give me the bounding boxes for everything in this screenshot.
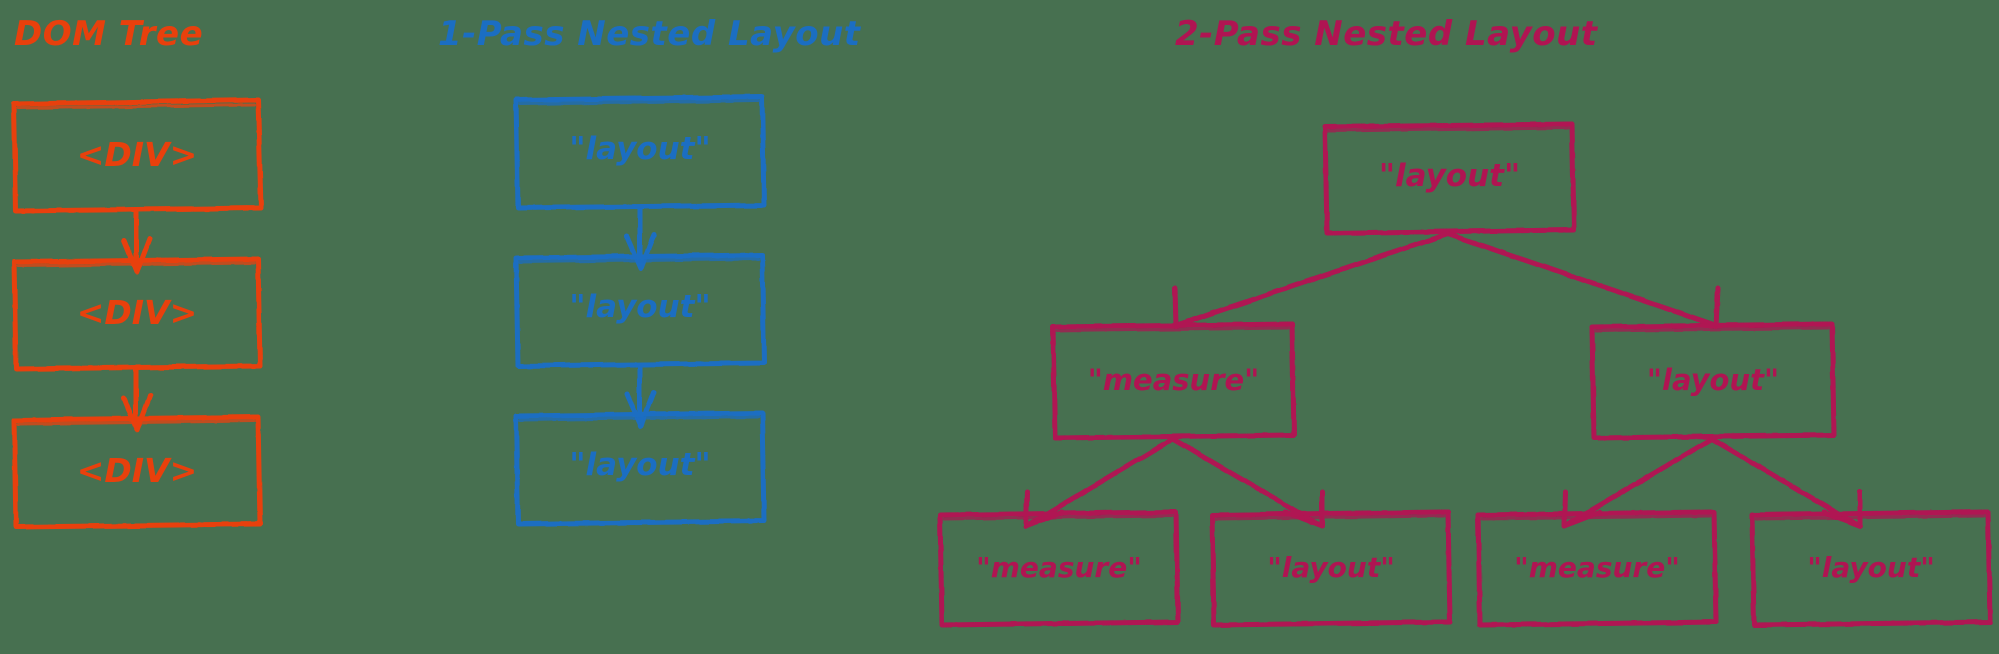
onepass-node-box-1 — [513, 94, 767, 211]
twopass-node-box-measure-leaf-2 — [1475, 509, 1719, 628]
twopass-node-box-layout-leaf-1 — [1209, 509, 1453, 628]
twopass-edge-l1r-leaf3 — [1565, 436, 1715, 527]
column-title-dom-tree: DOM Tree — [14, 14, 204, 54]
twopass-edge-root-left — [1177, 231, 1451, 327]
dom-node-box-1 — [11, 97, 264, 214]
twopass-node-box-layout-l1 — [1589, 321, 1837, 441]
twopass-node-box-root — [1322, 121, 1577, 236]
column-title-two-pass: 2-Pass Nested Layout — [1175, 14, 1598, 54]
two-pass-strokes — [937, 121, 1993, 628]
twopass-node-box-layout-leaf-2 — [1749, 509, 1993, 628]
twopass-edge-l1l-leaf1 — [1027, 436, 1176, 527]
twopass-edge-root-right — [1445, 231, 1715, 327]
dom-node-box-3 — [11, 414, 263, 530]
dom-tree-strokes — [11, 97, 264, 530]
twopass-edge-l1r-leaf4 — [1709, 436, 1859, 527]
dom-node-box-2 — [11, 256, 263, 372]
column-title-one-pass: 1-Pass Nested Layout — [438, 14, 861, 54]
onepass-node-box-3 — [513, 410, 767, 527]
onepass-node-box-2 — [513, 252, 767, 369]
twopass-node-box-measure-l1 — [1050, 321, 1297, 441]
one-pass-strokes — [513, 94, 767, 527]
twopass-edge-l1l-leaf2 — [1170, 436, 1321, 527]
twopass-node-box-measure-leaf-1 — [937, 509, 1181, 628]
